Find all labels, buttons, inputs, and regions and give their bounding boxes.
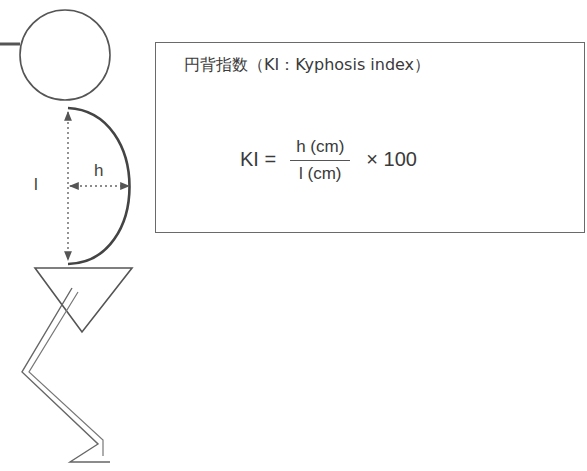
back-curve [68, 108, 130, 264]
nose-mark [0, 43, 20, 46]
pelvis-triangle [35, 268, 132, 332]
head-circle [20, 10, 110, 100]
dimension-label: l [33, 176, 39, 193]
formula-text: KI = [240, 148, 276, 171]
leg-line [22, 288, 110, 462]
fraction-bar [290, 160, 350, 161]
formula-text: h (cm) [296, 137, 344, 157]
formula-text: l (cm) [299, 164, 341, 184]
formula-text: × 100 [366, 148, 417, 171]
box-heading: 円背指数（KI：Kyphosis index） [184, 55, 430, 76]
dimension-label: h [93, 162, 104, 179]
formula-box: 円背指数（KI：Kyphosis index） KI = h (cm) l (cm) ×… [155, 42, 585, 233]
leg-line [29, 292, 103, 456]
height-dimension [70, 185, 129, 186]
length-dimension [67, 112, 68, 260]
